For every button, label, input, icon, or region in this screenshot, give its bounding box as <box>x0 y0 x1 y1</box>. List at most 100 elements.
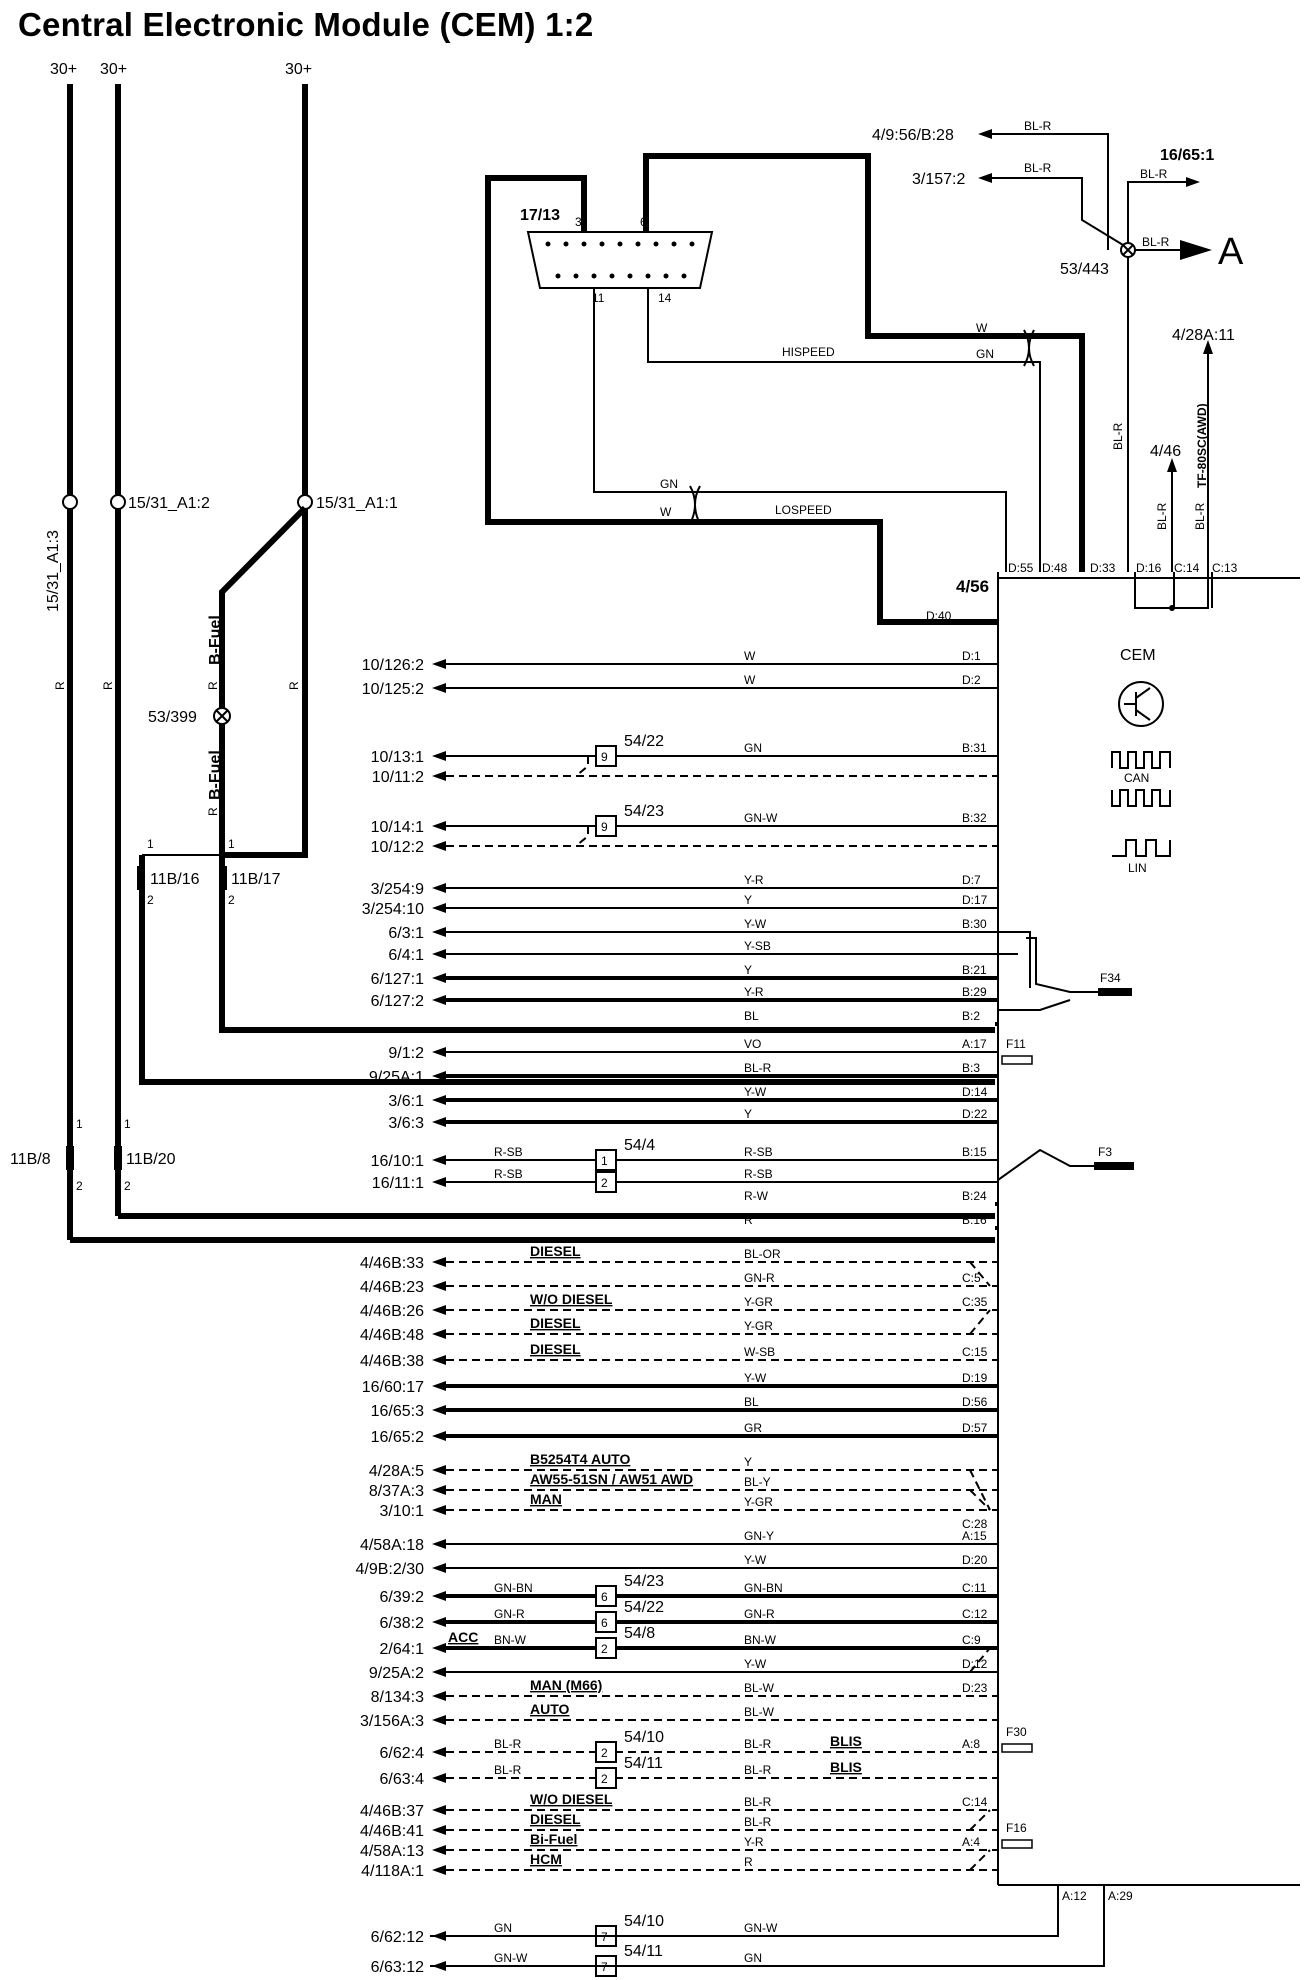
can-waveform-icon <box>1111 789 1171 807</box>
fuse-feed-label: 15/31_A1:3 <box>45 530 62 612</box>
connector-ref: 54/23 <box>624 803 664 820</box>
wire-color: GN-BN <box>744 1581 783 1595</box>
fuse-feed-label: 15/31_A1:2 <box>128 495 210 512</box>
pin-label: B:21 <box>962 963 987 977</box>
wire-color: GN-R <box>494 1607 525 1621</box>
pin-label: C:12 <box>962 1607 988 1621</box>
arrow-icon <box>432 1643 446 1653</box>
wire-color: BL <box>744 1395 759 1409</box>
connector-pin: 6 <box>601 1590 608 1604</box>
pin-label: D:55 <box>1008 561 1034 575</box>
connection-label: 10/12:2 <box>371 839 424 856</box>
fuse-icon <box>1098 988 1132 996</box>
arrow-icon <box>432 1405 446 1415</box>
wire-color: BL-OR <box>744 1247 781 1261</box>
variant-note: HCM <box>530 1851 562 1867</box>
connector-pin-box <box>595 1171 617 1193</box>
pin-label: 1 <box>147 837 154 851</box>
arrow-icon <box>432 1047 446 1057</box>
arrow-icon <box>432 1591 446 1601</box>
arrow-icon <box>432 1095 446 1105</box>
arrow-icon <box>432 659 446 669</box>
wire-color: W-SB <box>744 1345 775 1359</box>
pin-label: C:13 <box>1212 561 1238 575</box>
variant-note: MAN <box>530 1491 562 1507</box>
connector-pin-box <box>595 1149 617 1171</box>
wire-color: BL-R <box>744 1061 772 1075</box>
connection-label: 4/46B:38 <box>360 1353 424 1370</box>
connection-label: 4/46B:33 <box>360 1255 424 1272</box>
cem-connection-row: 10/12:2 <box>371 839 998 856</box>
connection-label: 8/134:3 <box>371 1689 424 1706</box>
pin-label: D:1 <box>962 649 981 663</box>
wire-color: BL-R <box>1140 167 1168 181</box>
wire-color: BL-R <box>744 1737 772 1751</box>
wire-color: Y-R <box>744 985 764 999</box>
fuse-icon <box>1094 1162 1134 1170</box>
wire-color: W <box>976 321 988 335</box>
connection-label: 4/9B:2/30 <box>356 1561 425 1578</box>
wire-color: R-SB <box>744 1145 773 1159</box>
wire-color: Y-GR <box>744 1495 773 1509</box>
pin-label: 2 <box>124 1179 131 1193</box>
variant-note: DIESEL <box>530 1341 581 1357</box>
wire-color: Y-W <box>744 1085 767 1099</box>
wire-color: Y <box>744 963 752 977</box>
lin-waveform-icon <box>1112 839 1171 857</box>
connection-label: 3/10:1 <box>380 1503 425 1520</box>
connection-label: 3/6:3 <box>388 1115 424 1132</box>
variant-note: Bi-Fuel <box>530 1831 577 1847</box>
wire-color: GN <box>744 1951 762 1965</box>
pin-label: A:29 <box>1108 1889 1133 1903</box>
wire-color: GN <box>660 477 678 491</box>
connection-label: 4/46B:23 <box>360 1279 424 1296</box>
pin-label: D:33 <box>1090 561 1116 575</box>
bfuel-label: B-Fuel <box>207 615 224 665</box>
can-waveform-icon <box>1111 751 1171 769</box>
variant-note: DIESEL <box>530 1811 581 1827</box>
wire-color: Y-W <box>744 1371 767 1385</box>
connector-pin: 2 <box>601 1176 608 1190</box>
variant-note: ACC <box>448 1629 478 1645</box>
bottom-pins: A:12 A:29 <box>430 1885 1133 1967</box>
wire-color: BL-R <box>744 1795 772 1809</box>
pin-label: D:7 <box>962 873 981 887</box>
pin-label: B:24 <box>962 1189 987 1203</box>
wire-color: R-W <box>744 1189 769 1203</box>
variant-note: DIESEL <box>530 1243 581 1259</box>
connection-label: 6/63:4 <box>380 1771 425 1788</box>
wire-color: VO <box>744 1037 761 1051</box>
arrow-icon <box>432 995 446 1005</box>
connection-label: 9/25A:2 <box>369 1665 424 1682</box>
connector-ref: 54/11 <box>624 1755 663 1772</box>
wire-color: GN-W <box>744 811 778 825</box>
connection-label: 4/28A:5 <box>369 1463 424 1480</box>
splice-label: 53/443 <box>1060 261 1109 278</box>
variant-note: B5254T4 AUTO <box>530 1451 630 1467</box>
connector-ref: 54/4 <box>624 1137 655 1154</box>
wire-color: Y-SB <box>744 939 771 953</box>
wire-color: BL-R <box>1024 161 1052 175</box>
wire-color: BL-W <box>744 1681 775 1695</box>
connection-label: 3/254:10 <box>362 901 424 918</box>
wire-color: R-SB <box>494 1167 523 1181</box>
wire-color: R <box>287 681 301 690</box>
connector-pin: 2 <box>601 1746 608 1760</box>
pin-label: C:14 <box>1174 561 1200 575</box>
pin-label: A:8 <box>962 1737 980 1751</box>
bus-label: HISPEED <box>782 345 835 359</box>
variant-note: AUTO <box>530 1701 570 1717</box>
connector-pin-box <box>595 1611 617 1633</box>
variant-note: BLIS <box>830 1733 862 1749</box>
variant-note: W/O DIESEL <box>530 1291 613 1307</box>
fuse-symbols: F34 F3 F11 F30 F16 <box>997 937 1134 1849</box>
connector-ref: 54/11 <box>624 1943 663 1960</box>
